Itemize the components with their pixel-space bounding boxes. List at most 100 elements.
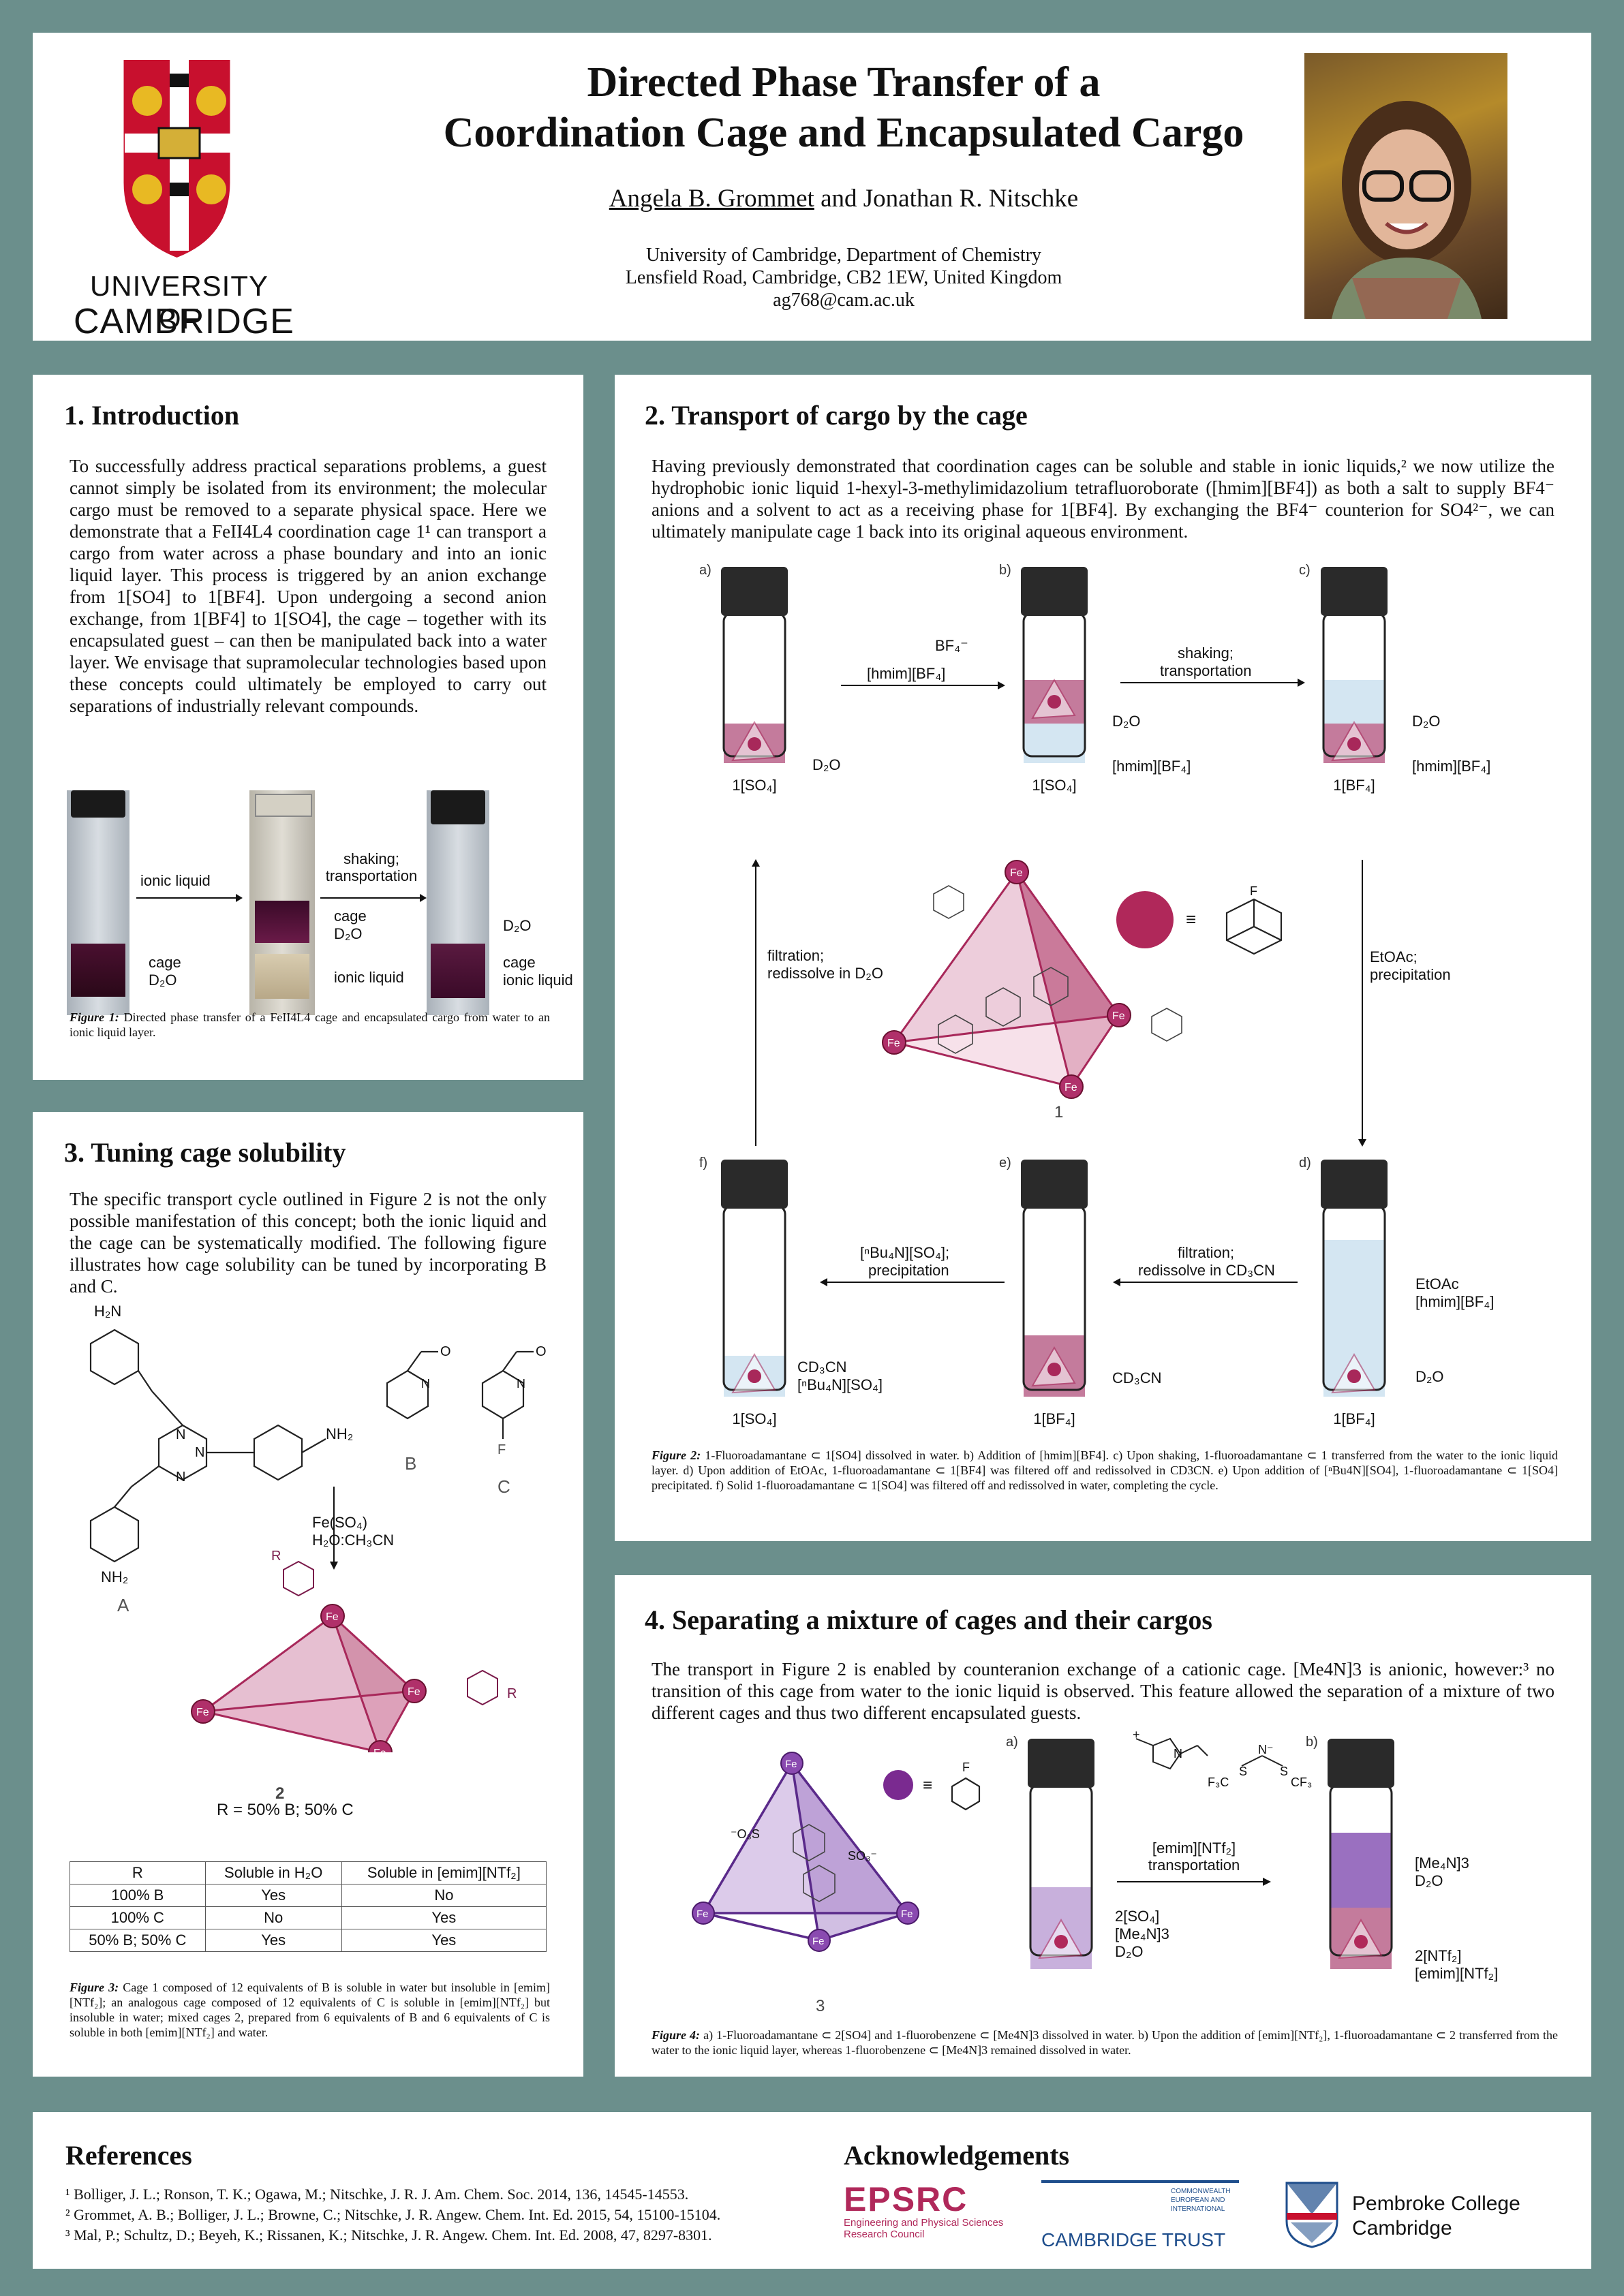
photo-vial-3 (427, 790, 489, 1015)
arrow-ab-icon (841, 681, 1005, 689)
arrow-de-icon (1113, 1278, 1298, 1286)
cage-2-ratio: R = 50% B; 50% C (217, 1801, 354, 1819)
figure-4-caption: Figure 4: a) 1-Fluoroadamantane ⊂ 2[SO4]… (652, 2028, 1558, 2058)
figure-2-caption-label: Figure 2: (652, 1448, 701, 1462)
sep-arrow-label: [emim][NTf₂] transportation (1148, 1840, 1240, 1874)
svg-text:Fe: Fe (887, 1038, 900, 1049)
svg-text:N: N (176, 1427, 185, 1442)
svg-text:NH₂: NH₂ (101, 1568, 128, 1585)
vial-e-name: 1[BF₄] (1033, 1410, 1075, 1427)
svg-text:R: R (507, 1686, 517, 1701)
header-panel: UNIVERSITY OF CAMBRIDGE Directed Phase T… (33, 33, 1591, 341)
arrow-ab-bf4: BF₄⁻ (935, 637, 968, 654)
label-d-top1: EtOAc (1415, 1275, 1459, 1292)
vial-a-name: 1[SO₄] (732, 777, 777, 794)
vial-f-tag: f) (699, 1155, 708, 1170)
table-row: 100% B Yes No (70, 1884, 547, 1907)
arrow-bc-label-2: transportation (1160, 662, 1252, 679)
sep-vial-b-tag: b) (1306, 1735, 1318, 1750)
introduction-heading: 1. Introduction (64, 400, 240, 431)
molecule-b-icon (386, 1350, 438, 1420)
vial-c-tag: c) (1299, 563, 1311, 578)
separating-panel: 4. Separating a mixture of cages and the… (615, 1575, 1591, 2077)
svg-text:Fe: Fe (1064, 1082, 1077, 1093)
table-cell: Yes (204, 1929, 342, 1952)
photo-vial-2 (249, 790, 315, 1015)
vial-b-name: 1[SO₄] (1032, 777, 1077, 794)
vial-a-vial-icon (721, 567, 788, 763)
svg-text:NH₂: NH₂ (326, 1425, 353, 1442)
svg-text:Fe: Fe (196, 1707, 209, 1718)
figure-4-caption-label: Figure 4: (652, 2028, 701, 2042)
fig1-v2-il: ionic liquid (334, 969, 404, 986)
vial-e-tag: e) (999, 1155, 1011, 1170)
arrow-cd-icon (1358, 860, 1366, 1147)
table-cell: Yes (341, 1929, 547, 1952)
label-a: A (117, 1595, 129, 1615)
svg-text:H₂N: H₂N (94, 1303, 121, 1320)
cambridge-shield-icon (123, 60, 234, 258)
label-e: CD₃CN (1112, 1369, 1162, 1386)
vial-f-vial-icon (721, 1160, 788, 1397)
fig1-v2-cage: cage (334, 907, 367, 925)
svg-text:Fe: Fe (901, 1908, 913, 1920)
svg-text:S: S (1280, 1765, 1288, 1778)
arrow-ef-icon (820, 1278, 1005, 1286)
references-heading: References (65, 2140, 192, 2171)
transport-vials: a)1[SO₄]b)1[SO₄]c)1[BF₄]f)1[SO₄]e)1[BF₄]… (615, 375, 1591, 1541)
arrow-right-icon (1117, 1878, 1271, 1886)
sep-vial-a-vial-icon (1028, 1739, 1094, 1969)
table-header: Soluble in [emim][NTf₂] (341, 1861, 547, 1884)
arrow-ab-label: [hmim][BF₄] (867, 665, 946, 682)
fig1-v2-d2o: D₂O (334, 925, 363, 942)
fig1-arrow1-label: ionic liquid (140, 872, 211, 889)
figure-1-caption: Figure 1: Directed phase transfer of a F… (70, 1010, 550, 1040)
author-photo (1304, 53, 1507, 319)
svg-text:R: R (271, 1549, 281, 1564)
table-row: 50% B; 50% C Yes Yes (70, 1929, 547, 1952)
author-presenting: Angela B. Grommet (609, 185, 814, 213)
arrow-ef-label-2: precipitation (868, 1262, 949, 1279)
fig1-v1-d2o: D₂O (149, 972, 177, 989)
tuning-scheme: H₂N NH₂ NH₂ N N N O N O N F (89, 1303, 547, 1585)
title-line-2: Coordination Cage and Encapsulated Cargo (443, 110, 1244, 156)
sep-a-label-1: 2[SO₄] (1115, 1908, 1160, 1925)
table-cell: 100% B (70, 1884, 206, 1907)
portrait-icon (1332, 101, 1482, 319)
svg-text:N: N (195, 1445, 204, 1460)
cambridge-trust-logo: COMMONWEALTH EUROPEAN AND INTERNATIONAL … (1041, 2180, 1239, 2255)
guest-equivalence: ≡ F (1116, 886, 1283, 955)
logo-text-2: CAMBRIDGE (74, 302, 294, 341)
figure-2-caption: Figure 2: 1-Fluoroadamantane ⊂ 1[SO4] di… (652, 1448, 1558, 1493)
label-c-il: [hmim][BF₄] (1412, 758, 1491, 775)
arrow-cd-label-1: EtOAc; (1370, 948, 1418, 965)
table-cell: Yes (204, 1884, 342, 1907)
svg-text:F₃C: F₃C (1208, 1775, 1229, 1789)
label-b: B (405, 1453, 417, 1474)
table-cell: 50% B; 50% C (70, 1929, 206, 1952)
fig1-v3-d2o: D₂O (503, 917, 532, 934)
affiliation-line-1: University of Cambridge, Department of C… (645, 245, 1042, 266)
svg-text:N: N (517, 1377, 525, 1391)
svg-text:Fe: Fe (1112, 1010, 1125, 1022)
figure-3-caption-text: Cage 1 composed of 12 equivalents of B i… (70, 1981, 550, 2039)
figure-1-caption-text: Directed phase transfer of a FeII4L4 cag… (70, 1010, 551, 1039)
svg-text:O: O (536, 1344, 547, 1359)
arrow-bc-label-1: shaking; (1178, 645, 1234, 662)
cambridge-logo: UNIVERSITY OF CAMBRIDGE (74, 53, 294, 341)
figure-3-caption-label: Figure 3: (70, 1981, 119, 1994)
sep-b-label-3: 2[NTf₂] (1415, 1947, 1462, 1964)
arrow-fa-icon (752, 859, 760, 1146)
pembroke-shield-icon (1285, 2182, 1338, 2248)
acknowledgements-heading: Acknowledgements (844, 2140, 1070, 2171)
svg-text:F: F (962, 1760, 970, 1774)
fluorobenzene-equivalence: ≡ F (883, 1760, 981, 1811)
separating-text: The transport in Figure 2 is enabled by … (652, 1659, 1554, 1723)
introduction-panel: 1. Introduction To successfully address … (33, 375, 583, 1080)
arrow-cd-label-2: precipitation (1370, 966, 1451, 983)
svg-text:Fe: Fe (785, 1758, 797, 1770)
svg-text:SO₃⁻: SO₃⁻ (848, 1849, 877, 1863)
solubility-table: R Soluble in H₂O Soluble in [emim][NTf₂]… (70, 1861, 547, 1952)
